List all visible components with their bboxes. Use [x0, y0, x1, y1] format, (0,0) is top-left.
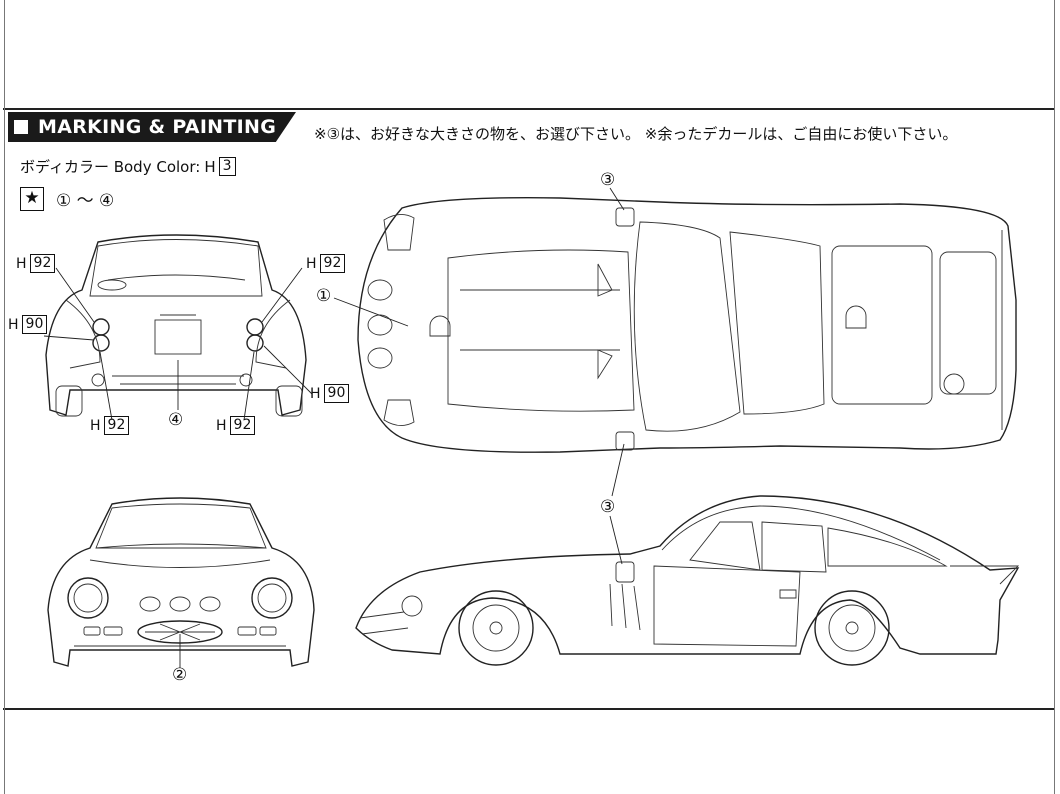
paint-prefix: H: [310, 385, 321, 402]
body-color-prefix: H: [204, 157, 216, 176]
paint-label-h90-left: H 90: [8, 315, 48, 334]
decal-range-text: ① 〜 ④: [56, 191, 115, 211]
instruction-frame: [3, 108, 1055, 710]
callout-2: ②: [172, 665, 188, 685]
paint-prefix: H: [90, 417, 101, 434]
callout-3-side: ③: [600, 497, 616, 517]
decal-range-row: ★ ① 〜 ④: [20, 186, 114, 211]
callout-4: ④: [168, 410, 184, 430]
paint-code-h90: 90: [21, 315, 48, 334]
paint-label-h92-top-right: H 92: [306, 254, 346, 273]
section-title: MARKING & PAINTING: [38, 116, 277, 138]
top-view-drawing: [333, 187, 1017, 497]
paint-label-h92-bottom-right: H 92: [216, 416, 256, 435]
notice-text: ※③は、お好きな大きさの物を、お選び下さい。 ※余ったデカールは、ご自由にお使い…: [314, 125, 958, 143]
paint-prefix: H: [306, 255, 317, 272]
header-square-icon: [14, 120, 28, 134]
paint-code-h90: 90: [323, 384, 350, 403]
callout-3-top: ③: [600, 170, 616, 190]
rear-view-drawing: [43, 234, 313, 421]
body-color-label: ボディカラー Body Color:: [20, 158, 201, 176]
paint-code-h92: 92: [103, 416, 130, 435]
paint-code-h92: 92: [319, 254, 346, 273]
paint-label-h90-right: H 90: [310, 384, 350, 403]
side-view-drawing: [355, 495, 1020, 666]
paint-label-h92-bottom-left: H 92: [90, 416, 130, 435]
paint-prefix: H: [16, 255, 27, 272]
body-color-spec: ボディカラー Body Color: H 3: [20, 156, 236, 177]
paint-prefix: H: [216, 417, 227, 434]
paint-label-h92-top-left: H 92: [16, 254, 56, 273]
front-view-drawing: [47, 497, 315, 668]
section-header: MARKING & PAINTING: [8, 112, 296, 142]
paint-code-h92: 92: [29, 254, 56, 273]
paint-code-h92: 92: [229, 416, 256, 435]
body-color-code: 3: [218, 157, 236, 176]
page-edge-right: [1054, 0, 1055, 794]
paint-prefix: H: [8, 316, 19, 333]
page-edge-left: [4, 0, 5, 794]
star-icon: ★: [20, 186, 44, 211]
callout-1: ①: [316, 286, 332, 306]
